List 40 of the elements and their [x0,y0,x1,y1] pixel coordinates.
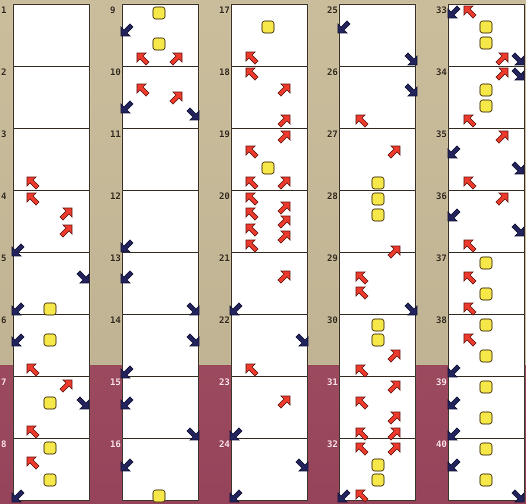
cell-number: 39 [436,378,447,388]
cell-number: 27 [327,130,338,140]
cell-number: 14 [110,316,121,326]
cell-number: 1 [1,6,6,16]
cell-number: 13 [110,254,121,264]
cell-number: 16 [110,440,121,450]
cell-number: 15 [110,378,121,388]
cell-number: 31 [327,378,338,388]
cell-number: 9 [110,6,116,16]
cell-number: 10 [110,68,121,78]
cell-number: 37 [436,254,447,264]
cell-number: 35 [436,130,447,140]
cell-number: 40 [436,440,447,450]
cell-number: 18 [219,68,230,78]
cell-number: 12 [110,192,121,202]
cell-number: 33 [436,6,447,16]
cell-number: 8 [1,440,6,450]
cell-number: 19 [219,130,230,140]
cell-number: 2 [1,68,6,78]
cell-number: 3 [1,130,6,140]
cell-number: 36 [436,192,447,202]
cell-number: 21 [219,254,230,264]
cell-number: 26 [327,68,338,78]
cell-number: 32 [327,440,338,450]
cell-number: 17 [219,6,230,16]
cell-number: 4 [1,192,6,202]
cell-number: 25 [327,6,338,16]
cell-number: 28 [327,192,338,202]
cell-number: 29 [327,254,338,264]
cell-number: 22 [219,316,230,326]
cell-number: 23 [219,378,230,388]
cell-number: 5 [1,254,6,264]
cell-number: 20 [219,192,230,202]
cell-number: 6 [1,316,6,326]
cell-number: 11 [110,130,121,140]
cell-number: 24 [219,440,230,450]
cell-number: 38 [436,316,447,326]
cell-number: 7 [1,378,6,388]
cell-number: 34 [436,68,447,78]
cell-number: 30 [327,316,338,326]
